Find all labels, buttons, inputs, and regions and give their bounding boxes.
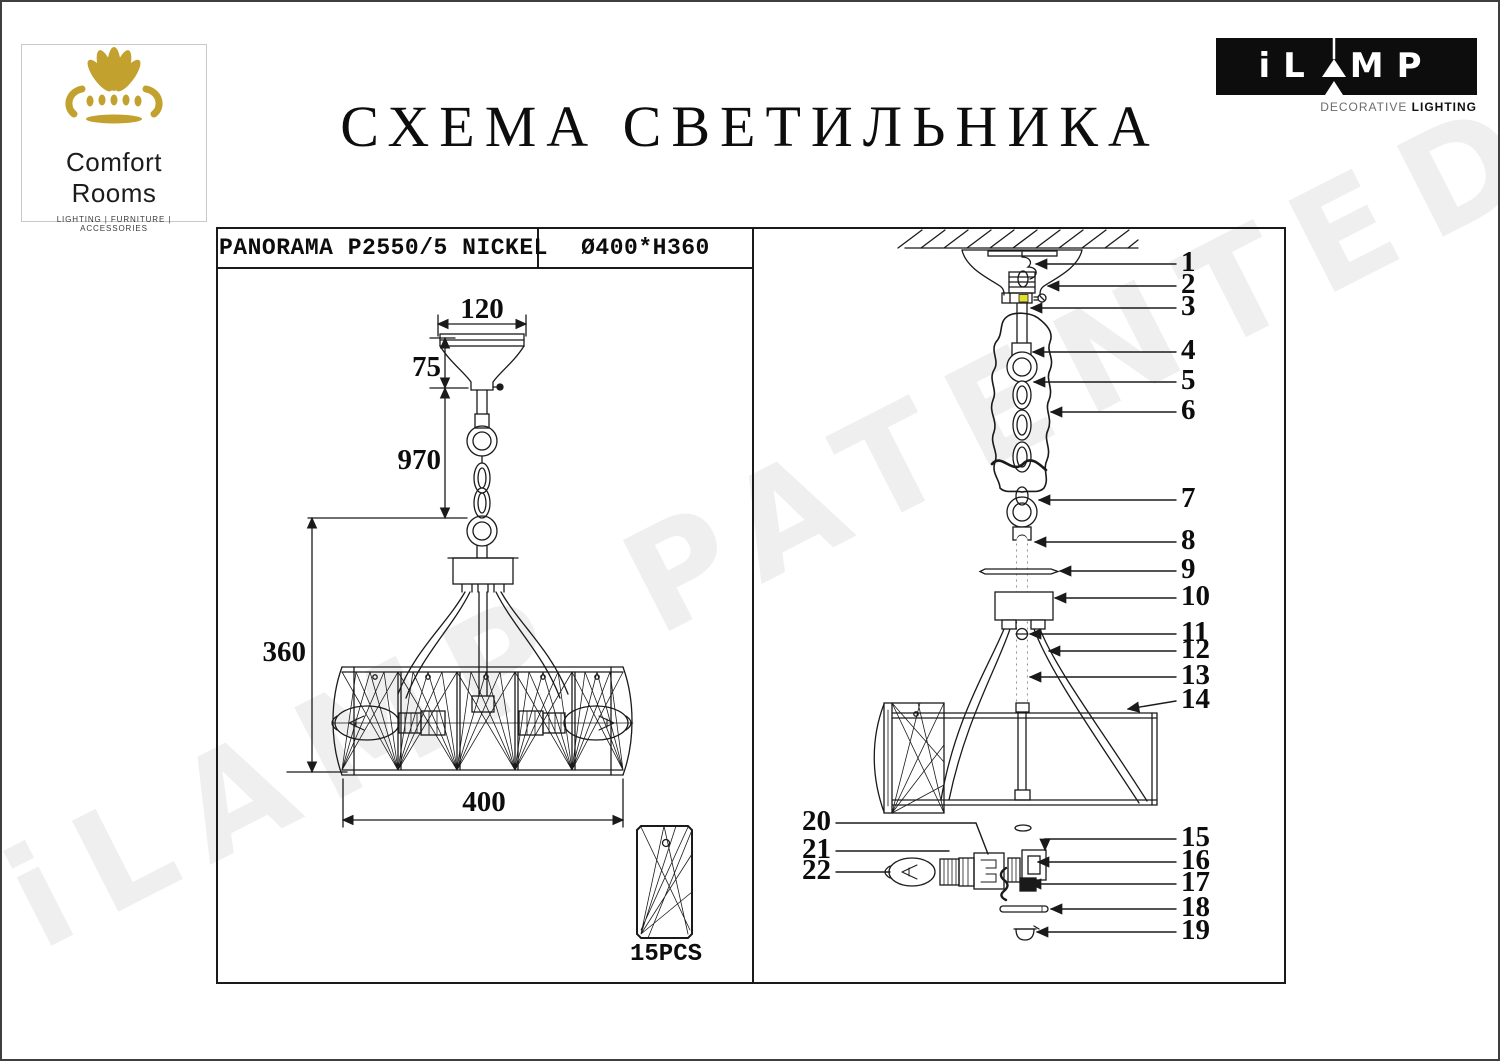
comfort-rooms-logo: Comfort Rooms LIGHTING | FURNITURE | ACC… — [21, 44, 207, 233]
part-label-17: 17 — [1181, 866, 1210, 898]
part-label-7: 7 — [1181, 482, 1196, 514]
part-label-14: 14 — [1181, 683, 1210, 715]
crown-icon — [65, 47, 163, 124]
comfort-rooms-tagline: LIGHTING | FURNITURE | ACCESSORIES — [56, 215, 172, 233]
left-drawing — [286, 314, 693, 939]
part-label-1: 1 — [1181, 246, 1196, 278]
comfort-rooms-name: Comfort Rooms — [66, 147, 162, 208]
dim-suspension-length: 970 — [397, 444, 442, 476]
part-label-20: 20 — [802, 805, 831, 837]
part-label-19: 19 — [1181, 914, 1210, 946]
dim-body-height: 360 — [262, 636, 307, 668]
part-label-12: 12 — [1181, 633, 1210, 665]
ilamp-subtitle-bold: LIGHTING — [1411, 100, 1477, 114]
ilamp-logo-prefix: iL — [1258, 46, 1318, 86]
socket-assembly — [884, 849, 1047, 902]
crystal-pendant — [636, 825, 693, 939]
right-drawing — [835, 229, 1177, 941]
part-label-13: 13 — [1181, 659, 1210, 691]
part-label-18: 18 — [1181, 891, 1210, 923]
pendant-lamp-icon — [1318, 38, 1350, 95]
part-label-16: 16 — [1181, 844, 1210, 876]
ground-wire-marker — [1018, 294, 1029, 303]
drum-facets — [341, 671, 624, 771]
part-label-5: 5 — [1181, 364, 1196, 396]
part-label-11: 11 — [1181, 616, 1209, 648]
ceiling-hatch — [897, 229, 1139, 249]
panel-borders — [216, 227, 1286, 984]
crystal-count-label: 15PCS — [629, 941, 702, 968]
part-label-22: 22 — [802, 854, 831, 886]
part-label-15: 15 — [1181, 821, 1210, 853]
crystal-drum-cap — [873, 702, 945, 814]
model-label: PANORAMA P2550/5 NICKEL — [219, 235, 548, 261]
ilamp-subtitle-light: DECORATIVE — [1320, 100, 1412, 114]
leader-lines — [835, 258, 1177, 938]
part-label-9: 9 — [1181, 553, 1196, 585]
size-label: Ø400*H360 — [581, 235, 710, 261]
part-label-2: 2 — [1181, 268, 1196, 300]
ilamp-logo-suffix: MP — [1349, 46, 1435, 86]
dim-canopy-width: 120 — [460, 293, 504, 325]
ilamp-subtitle: DECORATIVE LIGHTING — [1216, 100, 1477, 114]
dim-body-diameter: 400 — [462, 786, 506, 818]
part-label-3: 3 — [1181, 290, 1196, 322]
part-label-6: 6 — [1181, 394, 1196, 426]
part-label-8: 8 — [1181, 524, 1196, 556]
ilamp-logo: iL MP — [1216, 38, 1477, 95]
part-label-21: 21 — [802, 833, 831, 865]
part-label-10: 10 — [1181, 580, 1210, 612]
dim-canopy-height: 75 — [412, 351, 441, 383]
page-title: СХЕМА СВЕТИЛЬНИКА — [340, 94, 1160, 159]
part-label-4: 4 — [1181, 334, 1196, 366]
